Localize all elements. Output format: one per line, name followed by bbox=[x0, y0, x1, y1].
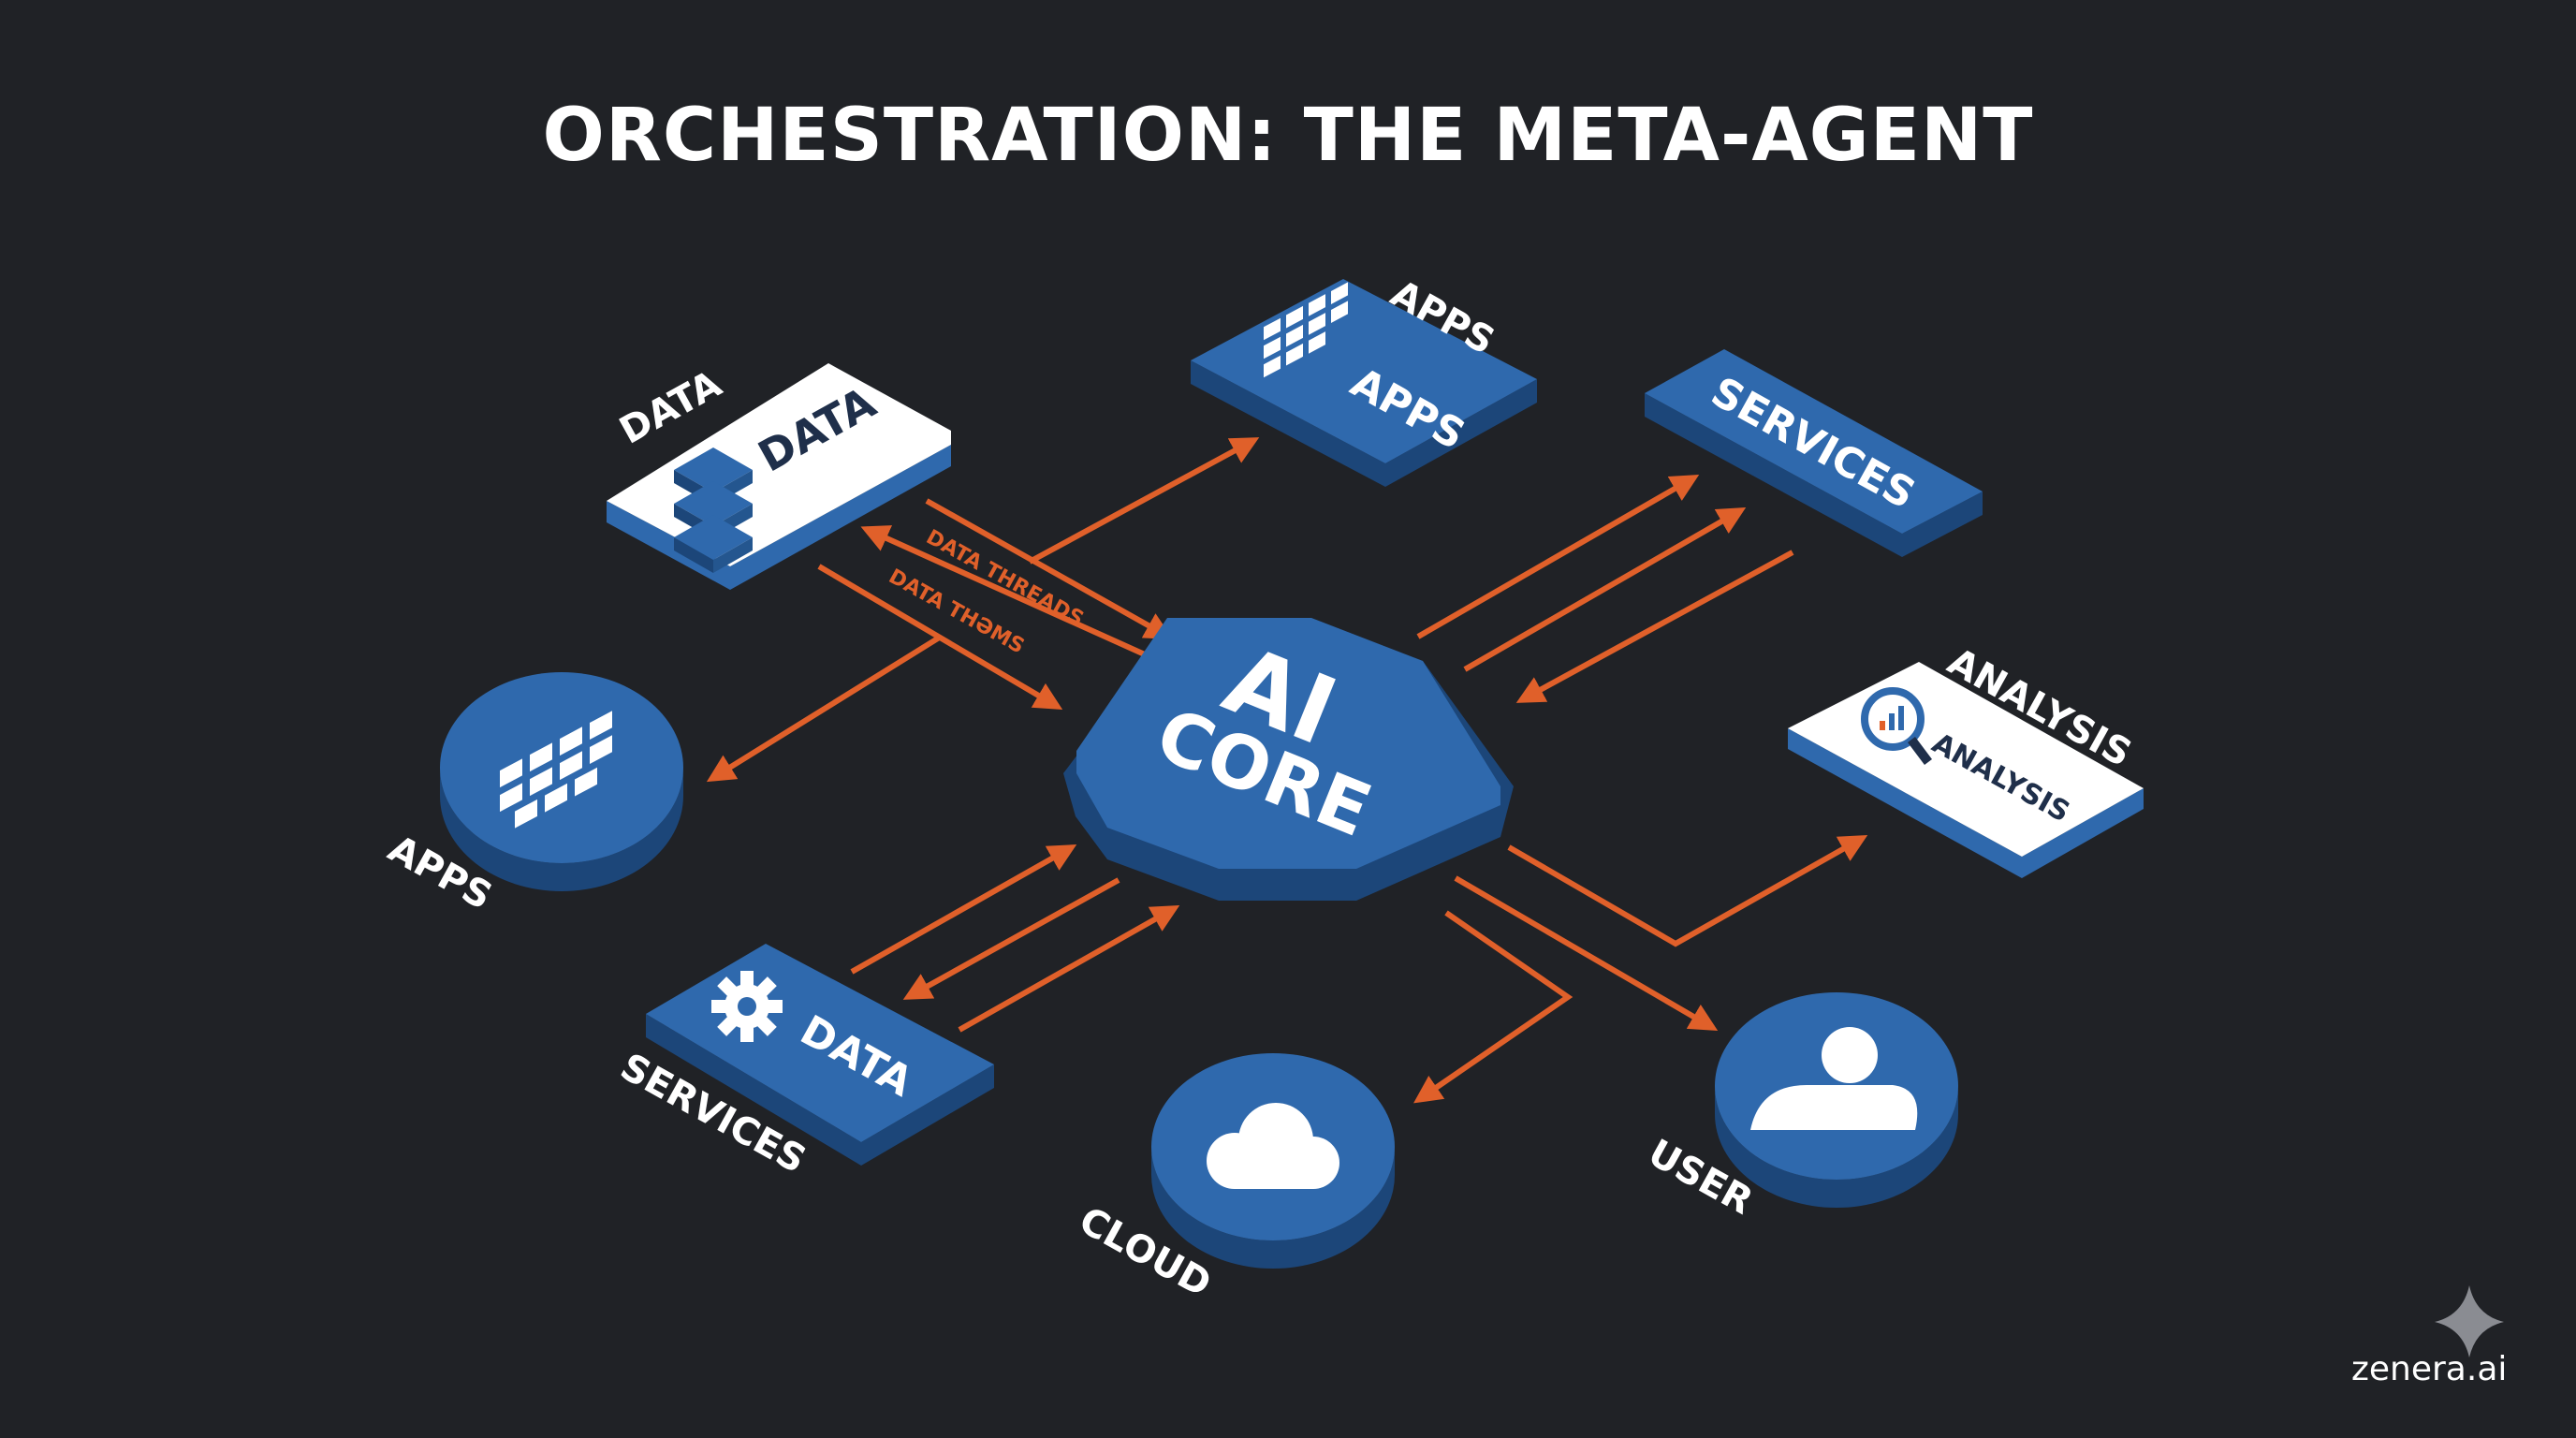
apps-node-top[interactable]: APPS APPS bbox=[1191, 272, 1537, 487]
arrow-core-to-apps-left bbox=[706, 634, 943, 783]
user-icon bbox=[1750, 1027, 1918, 1130]
magnifier-chart-icon bbox=[1861, 687, 1932, 765]
services-bottom-side bbox=[646, 1014, 994, 1166]
ai-core-top bbox=[1076, 618, 1500, 869]
arrow-data-to-core-1 bbox=[925, 498, 1174, 639]
user-disc-side bbox=[1715, 1086, 1958, 1208]
services-tile-top bbox=[1645, 349, 1983, 534]
brand-wordmark: zenera.ai bbox=[2351, 1350, 2508, 1388]
arrow-services-bottom-to-core-2 bbox=[958, 905, 1180, 1033]
arrow-core-to-apps-top bbox=[1028, 437, 1260, 565]
ai-core-node[interactable]: AI CORE bbox=[1063, 618, 1514, 901]
arrow-services-bottom-to-core-1 bbox=[850, 844, 1077, 975]
data-node-top[interactable]: DATA DATA bbox=[607, 362, 951, 590]
arrow-core-to-analysis bbox=[1507, 835, 1868, 947]
sparkle-icon bbox=[2435, 1285, 2504, 1357]
apps-disc-side bbox=[440, 768, 683, 891]
analysis-tile-side bbox=[1788, 728, 2144, 878]
analysis-node[interactable]: ANALYSIS ANALYSIS bbox=[1788, 640, 2144, 878]
connector-arrows bbox=[706, 437, 1868, 1104]
arrow-services-to-core bbox=[1515, 550, 1794, 703]
grid-icon bbox=[500, 711, 612, 829]
cloud-node[interactable]: CLOUD bbox=[1072, 1053, 1395, 1306]
services-node-top[interactable]: SERVICES bbox=[1645, 349, 1983, 557]
apps-node-left[interactable]: APPS bbox=[381, 672, 683, 918]
gear-icon bbox=[711, 971, 783, 1042]
user-node[interactable]: USER bbox=[1641, 992, 1958, 1224]
cloud-disc-side bbox=[1151, 1147, 1395, 1269]
arrow-core-to-data bbox=[860, 525, 1149, 658]
grid-icon bbox=[1264, 282, 1348, 378]
apps-tile-side bbox=[1191, 360, 1537, 487]
arrow-core-to-user bbox=[1454, 875, 1719, 1032]
page-title: ORCHESTRATION: THE META-AGENT bbox=[542, 94, 2034, 178]
database-stack-icon bbox=[674, 448, 753, 573]
arrow-core-to-services-2 bbox=[1463, 507, 1747, 672]
cloud-icon bbox=[1207, 1103, 1339, 1189]
analysis-tile-top bbox=[1788, 662, 2144, 857]
arrow-core-to-cloud bbox=[1413, 910, 1573, 1104]
arrow-core-to-services-bottom bbox=[902, 877, 1120, 1000]
arrow-core-to-services-1 bbox=[1416, 475, 1700, 639]
